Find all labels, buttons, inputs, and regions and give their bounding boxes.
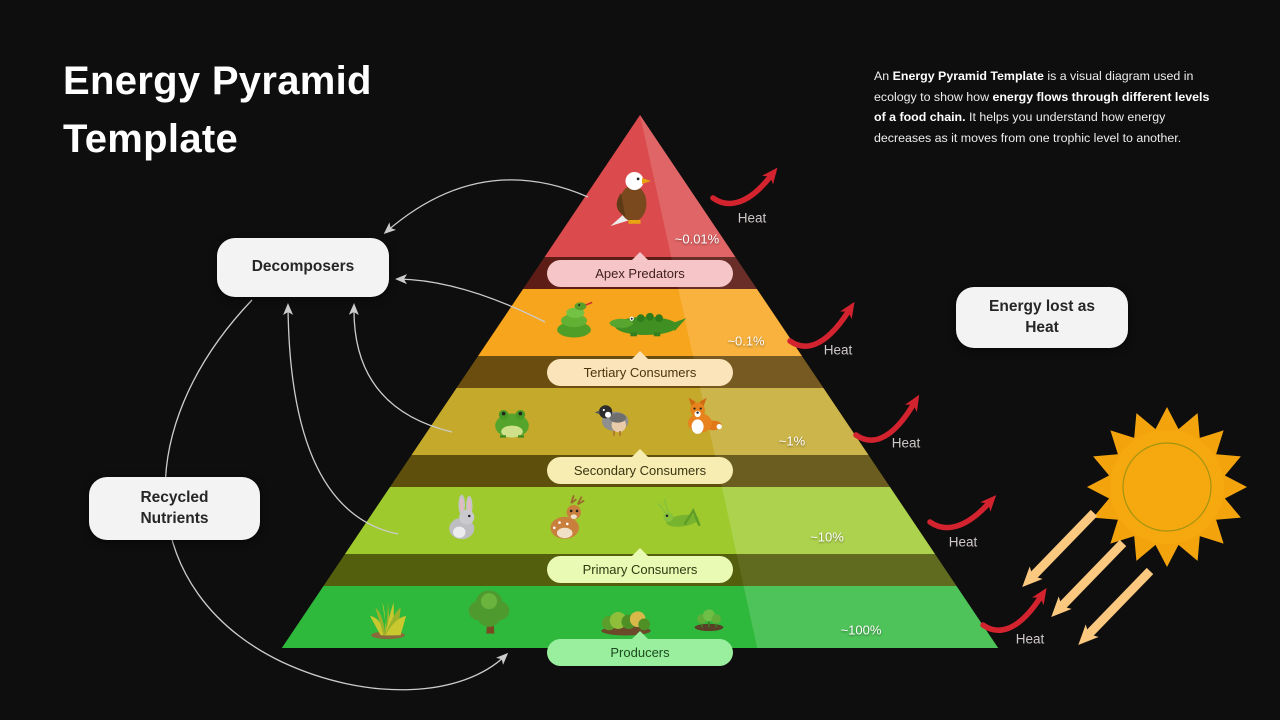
rabbit-icon — [449, 494, 475, 540]
level-pill-1: Apex Predators — [547, 252, 733, 287]
pyramid-level-3 — [411, 388, 869, 455]
grasshopper-icon — [657, 499, 701, 527]
heat-arrow — [853, 394, 920, 443]
heat-label: Heat — [1015, 631, 1045, 647]
sun-icon — [1087, 407, 1247, 567]
decomposer-flow-arrow — [395, 274, 546, 323]
frog-icon — [495, 410, 529, 438]
crocodile-icon — [609, 312, 687, 337]
bevel-highlight — [736, 554, 957, 586]
heat-arrow — [980, 587, 1047, 633]
deer-icon — [550, 495, 585, 539]
pill-tail — [631, 449, 649, 458]
heat-label: Heat — [948, 534, 978, 550]
heat-label: Heat — [737, 210, 767, 226]
recycled-label-line1: Recycled — [140, 489, 209, 507]
energy-percent-label: ~0.01% — [674, 231, 720, 247]
decomposer-flow-arrow — [164, 299, 509, 691]
energy-label-line1: Energy lost as — [989, 298, 1095, 316]
level-pill-4: Primary Consumers — [547, 548, 733, 583]
decomposers-box: Decomposers — [217, 238, 389, 297]
level-highlight — [678, 289, 802, 356]
snake-icon — [557, 301, 593, 338]
sunlight-arrow — [1022, 509, 1098, 588]
decomposer-flow-arrow — [383, 179, 589, 234]
decomposer-flow-arrow — [348, 303, 453, 433]
energy-label-line2: Heat — [1025, 318, 1059, 336]
eagle-icon — [610, 172, 651, 226]
level-highlight — [700, 388, 869, 455]
heat-label: Heat — [823, 342, 853, 358]
bird-icon — [594, 405, 629, 436]
recycled-label-line2: Nutrients — [140, 509, 209, 527]
page-title-line2: Template — [63, 117, 239, 161]
level-highlight — [743, 586, 999, 648]
pill-tail — [631, 252, 649, 261]
level-pill-3: Secondary Consumers — [547, 449, 733, 484]
pill-tail — [631, 631, 649, 640]
energy-lost-box: Energy lost as Heat — [956, 287, 1128, 348]
grass-icon — [369, 601, 407, 640]
tree-icon — [468, 590, 510, 634]
energy-percent-label: ~100% — [840, 622, 882, 638]
heat-arrow — [787, 301, 855, 349]
recycled-nutrients-box: Recycled Nutrients — [89, 477, 260, 540]
sunlight-arrow — [1078, 567, 1154, 646]
heat-arrow — [710, 167, 778, 207]
level-pill-5: Producers — [547, 631, 733, 666]
level-pill-2: Tertiary Consumers — [547, 351, 733, 386]
fox-icon — [688, 397, 722, 434]
level-highlight — [721, 487, 936, 554]
decomposers-label: Decomposers — [251, 258, 355, 276]
pyramid-level-4 — [344, 487, 936, 554]
description-text: An Energy Pyramid Template is a visual d… — [874, 69, 1210, 145]
bevel-highlight — [714, 455, 890, 487]
energy-percent-label: ~0.1% — [727, 333, 765, 349]
page-title: Energy Pyramid Template — [63, 52, 372, 168]
level-highlight — [640, 115, 736, 257]
heat-arrow — [927, 495, 997, 531]
page-title-line1: Energy Pyramid — [63, 59, 372, 103]
pill-tail — [631, 351, 649, 360]
decomposer-flow-arrow — [283, 303, 399, 535]
pill-tail — [631, 548, 649, 557]
sunlight-arrow — [1051, 539, 1127, 618]
energy-percent-label: ~1% — [778, 433, 806, 449]
heat-label: Heat — [891, 435, 921, 451]
sprout-icon — [694, 609, 724, 631]
energy-percent-label: ~10% — [810, 529, 844, 545]
